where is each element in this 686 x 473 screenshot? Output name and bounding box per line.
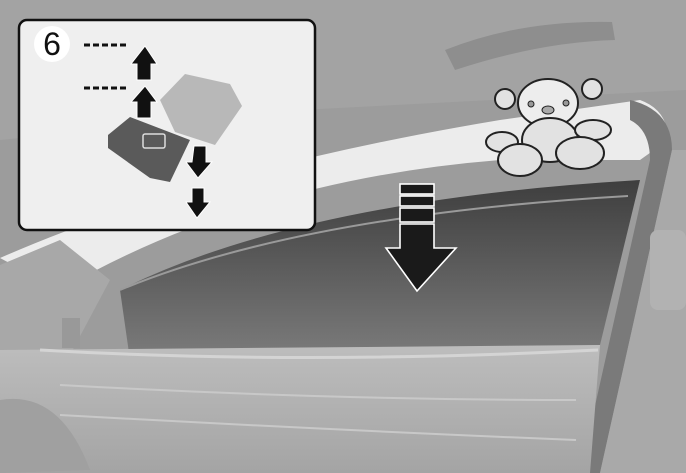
switch-housing [160, 74, 242, 145]
callout-number: 6 [34, 26, 70, 62]
teddy-bear-icon [485, 78, 612, 177]
arrow-down-icon [185, 187, 212, 219]
arrow-up-icon [129, 45, 158, 81]
mirror-switch [62, 318, 80, 348]
switch-inset [17, 18, 317, 232]
b-pillar [580, 100, 672, 473]
window-glass [120, 180, 640, 360]
dashboard-edge [0, 398, 90, 473]
arrow-up-icon [129, 85, 158, 119]
window-switch-icon [142, 133, 166, 149]
a-pillar [0, 240, 110, 360]
arrow-down-icon [384, 183, 458, 293]
leader-lines [84, 43, 128, 90]
window-switch [108, 117, 190, 182]
door-trim [0, 345, 600, 473]
arrow-down-icon [185, 145, 214, 179]
grab-handle [445, 21, 615, 70]
